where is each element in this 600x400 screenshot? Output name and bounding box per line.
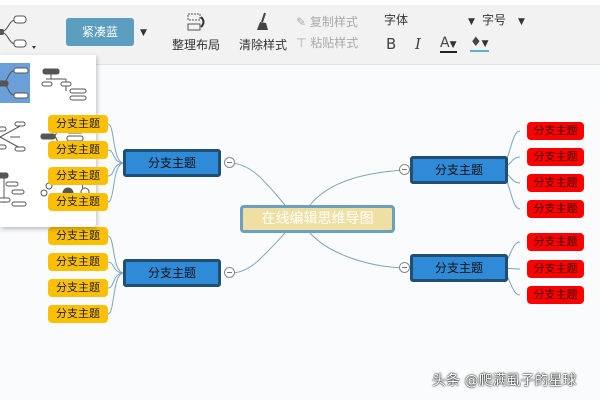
- arrange-layout-icon: [187, 13, 205, 31]
- font-size-value: 字号: [482, 13, 507, 27]
- collapse-toggle[interactable]: [399, 164, 410, 175]
- subtopic[interactable]: 分支主题: [527, 174, 584, 192]
- branch-topic[interactable]: 分支主题: [410, 156, 508, 184]
- copy-style-button[interactable]: ✎ 复制样式: [296, 13, 358, 30]
- branch-topic[interactable]: 分支主题: [123, 149, 221, 177]
- subtopic[interactable]: 分支主题: [48, 227, 108, 245]
- connector: [309, 232, 406, 269]
- connector: [107, 123, 125, 203]
- paste-style-button[interactable]: ⊤ 粘贴样式: [296, 34, 358, 51]
- theme-dropdown-caret[interactable]: ▼: [140, 28, 147, 38]
- copy-style-label: 复制样式: [309, 15, 358, 29]
- paste-style-label: 粘贴样式: [310, 36, 359, 50]
- subtopic[interactable]: 分支主题: [48, 253, 108, 271]
- font-size-select[interactable]: 字号 ▼: [482, 11, 525, 28]
- branch-topic[interactable]: 分支主题: [123, 259, 221, 287]
- layout-structure-icon[interactable]: [0, 12, 40, 52]
- chevron-down-icon: ▼: [518, 17, 525, 27]
- subtopic[interactable]: 分支主题: [527, 286, 584, 304]
- subtopic[interactable]: 分支主题: [527, 233, 584, 251]
- italic-button[interactable]: I: [415, 35, 421, 53]
- subtopic[interactable]: 分支主题: [527, 122, 584, 140]
- subtopic[interactable]: 分支主题: [48, 167, 108, 185]
- font-color-label: A: [440, 35, 450, 51]
- broom-icon: [257, 12, 268, 30]
- subtopic[interactable]: 分支主题: [48, 193, 108, 211]
- copy-style-icon: ✎: [296, 15, 307, 29]
- clear-style-button[interactable]: 清除样式: [236, 12, 290, 53]
- font-family-select[interactable]: 字体 ▼: [384, 11, 475, 28]
- subtopic[interactable]: 分支主题: [48, 305, 108, 323]
- subtopic[interactable]: 分支主题: [48, 141, 108, 159]
- subtopic[interactable]: 分支主题: [48, 279, 108, 297]
- collapse-toggle[interactable]: [224, 157, 235, 168]
- layout-option-org-chart[interactable]: [41, 68, 87, 101]
- connector: [231, 162, 286, 206]
- central-topic[interactable]: 在线编辑思维导图: [240, 205, 395, 233]
- paint-roller-icon: ⊤: [296, 36, 307, 50]
- font-color-button[interactable]: A▼: [440, 35, 457, 53]
- paint-bucket-icon: ♦: [470, 35, 482, 50]
- top-strip: [0, 0, 600, 5]
- connector: [496, 130, 521, 210]
- toolbar: 紧凑蓝 ▼ 整理布局 清除样式 ✎ 复制样式 ⊤ 粘贴样式 字体▼ 字号▼ B …: [0, 0, 600, 65]
- chevron-down-icon: ▼: [468, 17, 475, 27]
- arrange-layout-button[interactable]: 整理布局: [170, 12, 222, 53]
- layout-option-tree[interactable]: [0, 172, 27, 207]
- theme-button[interactable]: 紧凑蓝: [66, 18, 134, 46]
- collapse-toggle[interactable]: [399, 262, 410, 273]
- connector: [107, 235, 125, 315]
- font-family-value: 字体: [384, 13, 409, 27]
- layout-option-mindmap[interactable]: [0, 63, 30, 103]
- arrange-layout-label: 整理布局: [171, 38, 220, 52]
- chevron-down-icon: ▼: [449, 40, 457, 50]
- branch-topic[interactable]: 分支主题: [410, 254, 508, 282]
- subtopic[interactable]: 分支主题: [48, 115, 108, 133]
- clear-style-label: 清除样式: [238, 38, 287, 52]
- subtopic[interactable]: 分支主题: [527, 260, 584, 278]
- watermark: 头条 @爬满虱子的星球: [432, 373, 577, 389]
- connector: [231, 232, 286, 274]
- bold-button[interactable]: B: [386, 35, 397, 53]
- subtopic[interactable]: 分支主题: [527, 148, 584, 166]
- subtopic[interactable]: 分支主题: [527, 200, 584, 218]
- collapse-toggle[interactable]: [224, 267, 235, 278]
- fill-color-button[interactable]: ♦▼: [470, 35, 489, 52]
- layout-option-fishbone[interactable]: [0, 121, 26, 152]
- chevron-down-icon: ▼: [481, 39, 489, 49]
- connector: [309, 169, 406, 206]
